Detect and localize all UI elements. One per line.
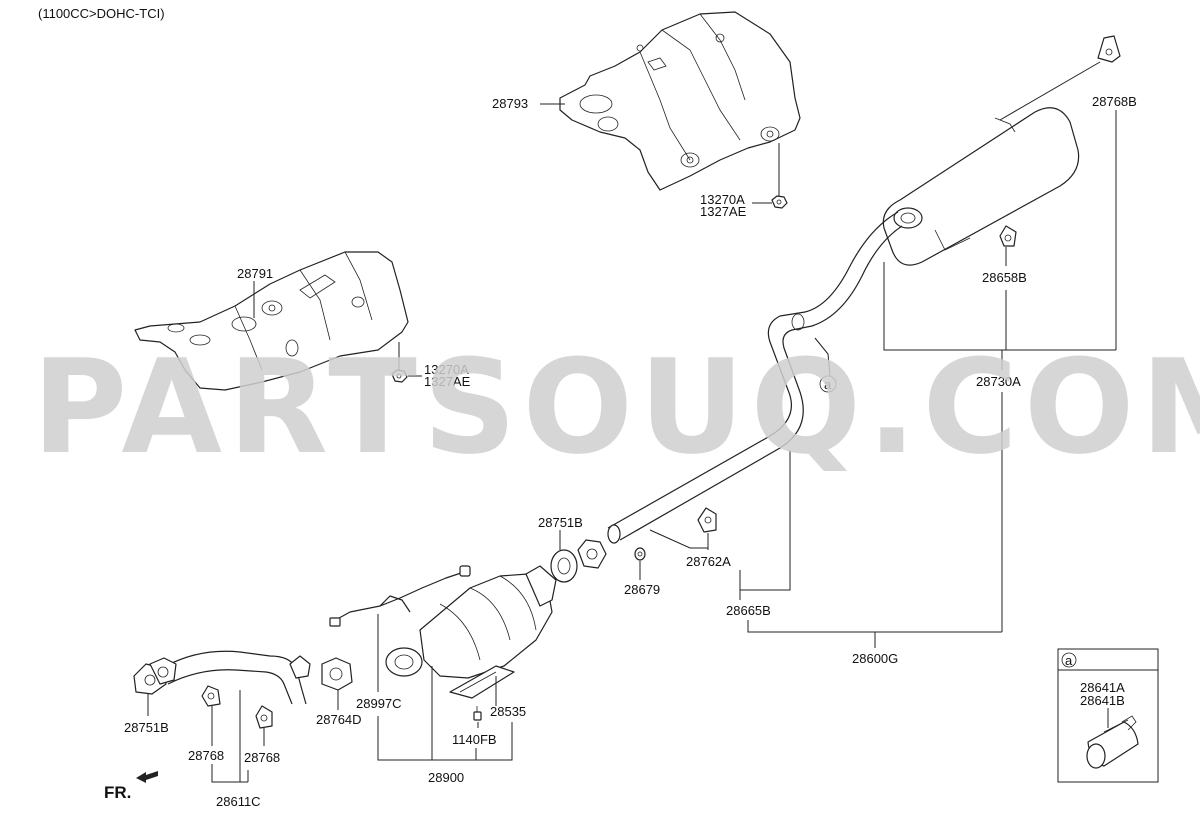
center-pipe[interactable]: [607, 211, 903, 544]
callout-a-bubble: [819, 375, 837, 393]
hanger-rubber-28768B[interactable]: [1097, 35, 1121, 63]
heat-shield-28535[interactable]: [449, 665, 515, 699]
nut-28679[interactable]: [634, 547, 646, 561]
gasket-ring-28751B[interactable]: [550, 549, 578, 583]
label-28679: 28679: [624, 582, 660, 597]
nut-middle[interactable]: [391, 369, 408, 383]
front-direction-indicator: FR.: [104, 771, 158, 802]
label-1327AE-middle: 1327AE: [424, 374, 471, 389]
label-28751B-front: 28751B: [124, 720, 169, 735]
engine-note: (1100CC>DOHC-TCI): [38, 6, 165, 21]
oxygen-sensor-28997C[interactable]: [329, 565, 471, 627]
label-28600G: 28600G: [852, 651, 898, 666]
clamp-inset-box: a 28641A 28641B: [1057, 648, 1159, 783]
hanger-rubber-28658B[interactable]: [999, 225, 1017, 247]
catalytic-converter[interactable]: [385, 565, 557, 679]
label-1327AE-upper: 1327AE: [700, 204, 747, 219]
label-28768-left: 28768: [188, 748, 224, 763]
label-28751B-center: 28751B: [538, 515, 583, 530]
label-28900: 28900: [428, 770, 464, 785]
label-28791: 28791: [237, 266, 273, 281]
label-28611C: 28611C: [216, 794, 261, 809]
front-flange[interactable]: [149, 657, 177, 685]
nut-upper[interactable]: [771, 195, 788, 209]
label-28658B: 28658B: [982, 270, 1027, 285]
bolt-1140FB[interactable]: [473, 706, 482, 721]
label-28730A: 28730A: [976, 374, 1021, 389]
heat-protector-upper[interactable]: [559, 11, 801, 191]
front-pipe[interactable]: [165, 650, 311, 705]
label-28793: 28793: [492, 96, 528, 111]
label-28641A: 28641A: [1080, 680, 1125, 695]
label-28641B: 28641B: [1080, 693, 1125, 708]
label-28997C: 28997C: [356, 696, 402, 711]
fr-label: FR.: [104, 783, 131, 802]
callout-a-letter: a: [824, 377, 832, 392]
label-13270A-upper: 13270A: [700, 192, 745, 207]
heat-protector-lower[interactable]: [134, 251, 409, 391]
pipe-clamp[interactable]: [1086, 715, 1139, 769]
gasket-28764D[interactable]: [321, 657, 353, 691]
label-28768B: 28768B: [1092, 94, 1137, 109]
label-28768-right: 28768: [244, 750, 280, 765]
main-muffler[interactable]: [882, 107, 1080, 266]
label-13270A-middle: 13270A: [424, 362, 469, 377]
watermark: PARTSOUQ.COM: [32, 331, 1200, 483]
hanger-rubber-28762A[interactable]: [697, 507, 717, 533]
front-arrow-icon: [136, 771, 158, 783]
label-1140FB: 1140FB: [452, 732, 497, 747]
label-28764D: 28764D: [316, 712, 362, 727]
label-28665B: 28665B: [726, 603, 771, 618]
hanger-rubber-28768-right[interactable]: [255, 705, 273, 729]
inset-callout-letter: a: [1065, 653, 1073, 668]
hanger-rubber-28768-left[interactable]: [201, 685, 221, 707]
flange-gasket-28751B[interactable]: [577, 539, 607, 569]
label-28535: 28535: [490, 704, 526, 719]
label-28762A: 28762A: [686, 554, 731, 569]
